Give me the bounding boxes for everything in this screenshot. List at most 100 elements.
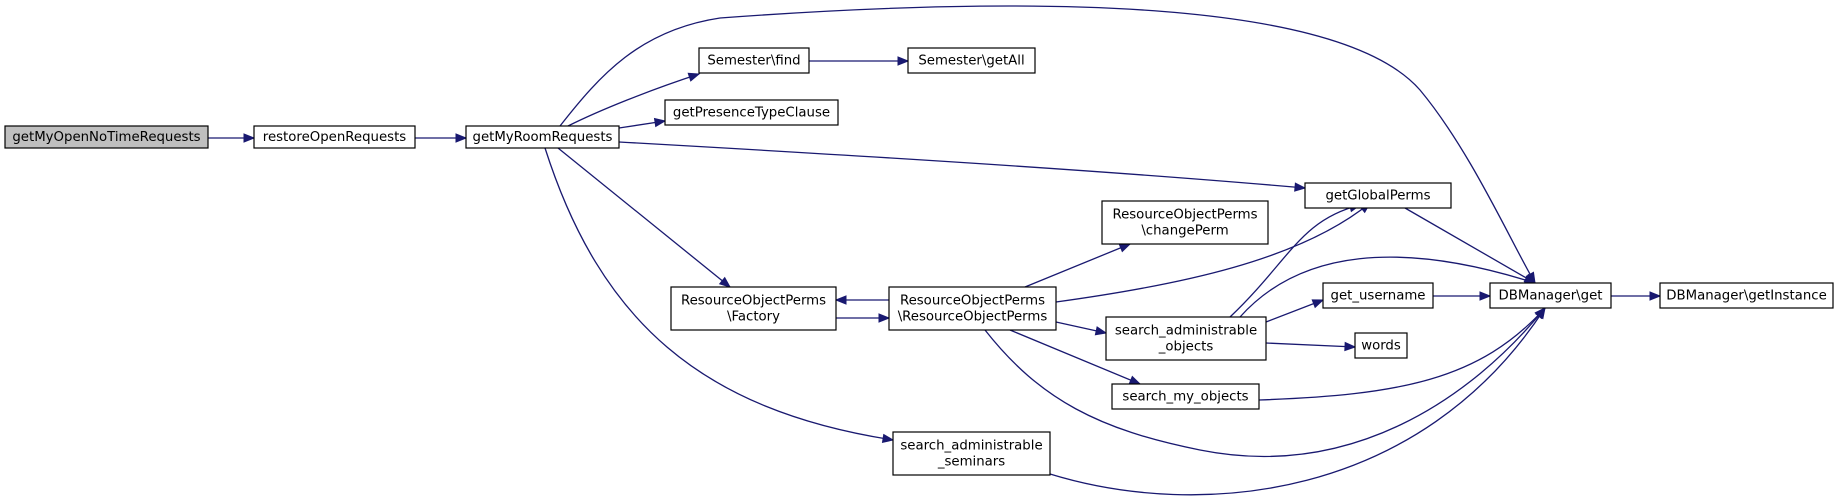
edge-line (544, 147, 894, 441)
arrowhead (1311, 299, 1325, 309)
edge-n12-n13 (1433, 291, 1492, 301)
arrowhead (1118, 243, 1132, 253)
edge-n7-n13 (1404, 207, 1537, 284)
arrowhead (881, 433, 895, 444)
arrowhead (243, 133, 256, 143)
edge-line (1258, 307, 1546, 401)
node-box[interactable] (670, 286, 837, 331)
arrowhead (878, 313, 891, 323)
node-box[interactable] (465, 125, 620, 149)
node-box[interactable] (1101, 200, 1269, 245)
arrowhead (1649, 291, 1662, 301)
node-search-my-objects[interactable]: search_my_objects (1111, 383, 1260, 410)
node-box[interactable] (1489, 282, 1612, 309)
node-getpresencetypeclause[interactable]: getPresenceTypeClause (664, 99, 839, 126)
node-semester-getall[interactable]: Semester\getAll (907, 47, 1036, 74)
edge-n10-n11 (1055, 321, 1108, 336)
node-dbmanager-getinstance[interactable]: DBManager\getInstance (1659, 282, 1834, 309)
node-label: getPresenceTypeClause (673, 106, 830, 121)
node-semester-find[interactable]: Semester\find (698, 47, 810, 74)
arrowhead (1344, 341, 1357, 352)
edge-line (1239, 256, 1536, 318)
node-getmyroomrequests[interactable]: getMyRoomRequests (465, 125, 620, 149)
edge-line (618, 141, 1306, 189)
node-box[interactable] (907, 47, 1036, 74)
node-label: Semester\getAll (918, 54, 1024, 69)
nodes-layer: getMyOpenNoTimeRequests restoreOpenReques… (4, 47, 1834, 476)
node-label: DBManager\get (1499, 289, 1603, 304)
node-label: search_my_objects (1122, 390, 1248, 405)
node-box[interactable] (1111, 383, 1260, 410)
node-words[interactable]: words (1354, 332, 1408, 359)
edge-n3-n7 (618, 141, 1307, 192)
node-resourceobjectperms-changeperm[interactable]: ResourceObjectPerms\changePerm (1101, 200, 1269, 245)
edge-line (1024, 243, 1131, 288)
node-label: _objects (1158, 340, 1214, 355)
node-search-administrable-seminars[interactable]: search_administrable_seminars (892, 431, 1051, 476)
edge-n13-n14 (1611, 291, 1662, 301)
node-label: \changePerm (1141, 224, 1228, 239)
arrowhead (1294, 182, 1307, 192)
arrowhead (1128, 375, 1142, 385)
edge-line (567, 73, 700, 127)
node-label: search_administrable (900, 439, 1042, 454)
arrowhead (455, 133, 468, 143)
edge-line (1265, 342, 1356, 348)
node-label: DBManager\getInstance (1666, 289, 1827, 304)
arrowhead (1094, 326, 1108, 336)
node-label: Semester\find (707, 54, 800, 69)
edge-line (984, 307, 1546, 458)
node-label: getMyRoomRequests (473, 130, 613, 145)
node-label: ResourceObjectPerms (681, 294, 826, 309)
node-label: ResourceObjectPerms (1112, 208, 1257, 223)
node-label: restoreOpenRequests (263, 130, 407, 145)
edge-n17-n13 (1049, 306, 1546, 496)
node-box[interactable] (664, 99, 839, 126)
edge-n10-n8 (1024, 243, 1132, 288)
edge-line (557, 147, 731, 288)
node-box[interactable] (1304, 182, 1452, 209)
node-box[interactable] (888, 286, 1057, 331)
node-restoreopenrequests[interactable]: restoreOpenRequests (253, 125, 416, 149)
node-box[interactable] (1322, 282, 1434, 309)
arrowhead (1535, 306, 1546, 320)
node-label: \Factory (727, 310, 780, 325)
node-get-username[interactable]: get_username (1322, 282, 1434, 309)
arrowhead (897, 56, 910, 66)
node-box[interactable] (4, 125, 209, 149)
node-getglobalperms[interactable]: getGlobalPerms (1304, 182, 1452, 209)
node-label: get_username (1331, 289, 1426, 304)
edge-line (559, 5, 1536, 284)
node-dbmanager-get[interactable]: DBManager\get (1489, 282, 1612, 309)
node-resourceobjectperms-factory[interactable]: ResourceObjectPerms\Factory (670, 286, 837, 331)
node-getmyopennotimerequests[interactable]: getMyOpenNoTimeRequests (4, 125, 209, 149)
node-box[interactable] (892, 431, 1051, 476)
node-search-administrable-objects[interactable]: search_administrable_objects (1105, 316, 1267, 361)
node-box[interactable] (253, 125, 416, 149)
edge-n10-n9 (834, 295, 889, 305)
edge-line (1009, 329, 1141, 385)
node-label: getGlobalPerms (1325, 189, 1430, 204)
node-label: _seminars (937, 455, 1005, 470)
arrowhead (687, 72, 701, 82)
edge-n11-n15 (1265, 341, 1357, 352)
edge-n3-n4 (567, 72, 701, 127)
edge-n3-n17 (544, 147, 895, 444)
node-box[interactable] (1659, 282, 1834, 309)
node-box[interactable] (698, 47, 810, 74)
node-box[interactable] (1354, 332, 1408, 359)
node-resourceobjectperms-resourceobjectperms[interactable]: ResourceObjectPerms\ResourceObjectPerms (888, 286, 1057, 331)
edge-n9-n10 (836, 313, 891, 323)
edge-n3-n9 (557, 147, 732, 288)
edge-n4-n5 (809, 56, 910, 66)
node-box[interactable] (1105, 316, 1267, 361)
arrowhead (718, 276, 732, 288)
edge-n1-n2 (208, 133, 256, 143)
node-label: ResourceObjectPerms (900, 294, 1045, 309)
arrowhead (1479, 291, 1492, 301)
node-label: words (1361, 339, 1401, 354)
arrowhead (834, 295, 847, 305)
node-label: search_administrable (1115, 324, 1257, 339)
edge-line (1404, 207, 1536, 284)
